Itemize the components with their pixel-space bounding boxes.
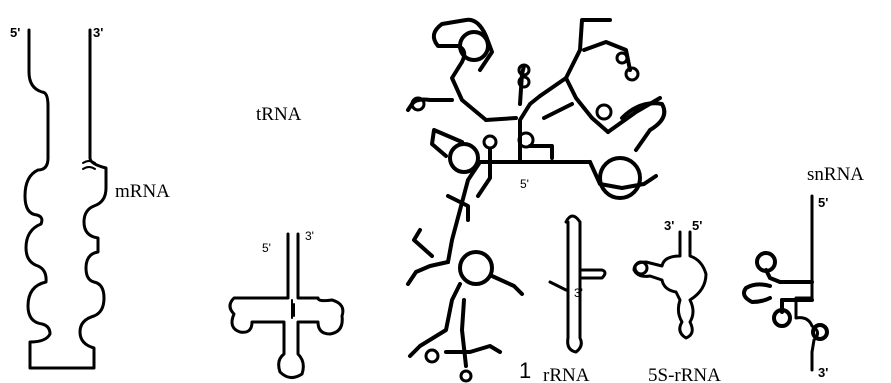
- rrna-label: rRNA: [543, 365, 590, 383]
- snrna-structure: 5' 3': [742, 194, 829, 380]
- snrna-label: snRNA: [807, 164, 864, 185]
- rrna-structure: 5': [406, 17, 667, 383]
- mrna-structure: 5' 3': [10, 25, 108, 370]
- trna-structure: 5' 3': [228, 229, 345, 379]
- snrna-3-prime-end: 3': [818, 365, 828, 380]
- 5s-rrna-3-prime-end: 3': [664, 218, 674, 233]
- 5s-rrna-label: 5S-rRNA: [648, 365, 721, 383]
- mrna-5-prime-end: 5': [10, 25, 20, 40]
- rrna-number: 1: [519, 358, 531, 383]
- snrna-5-prime-end: 5': [818, 195, 828, 210]
- mrna-label: mRNA: [115, 181, 170, 202]
- 5s-rrna-5-prime-end: 5': [692, 218, 702, 233]
- trna-5-prime-end: 5': [262, 241, 271, 255]
- hairpin-3-prime-end: 3': [574, 286, 583, 300]
- rrna-5-prime-end: 5': [520, 177, 529, 191]
- trna-3-prime-end: 3': [305, 229, 314, 243]
- 5s-rrna-structure: 3' 5': [632, 218, 708, 340]
- mrna-3-prime-end: 3': [93, 25, 103, 40]
- hairpin-structure: 3': [548, 214, 607, 354]
- trna-label: tRNA: [256, 104, 302, 125]
